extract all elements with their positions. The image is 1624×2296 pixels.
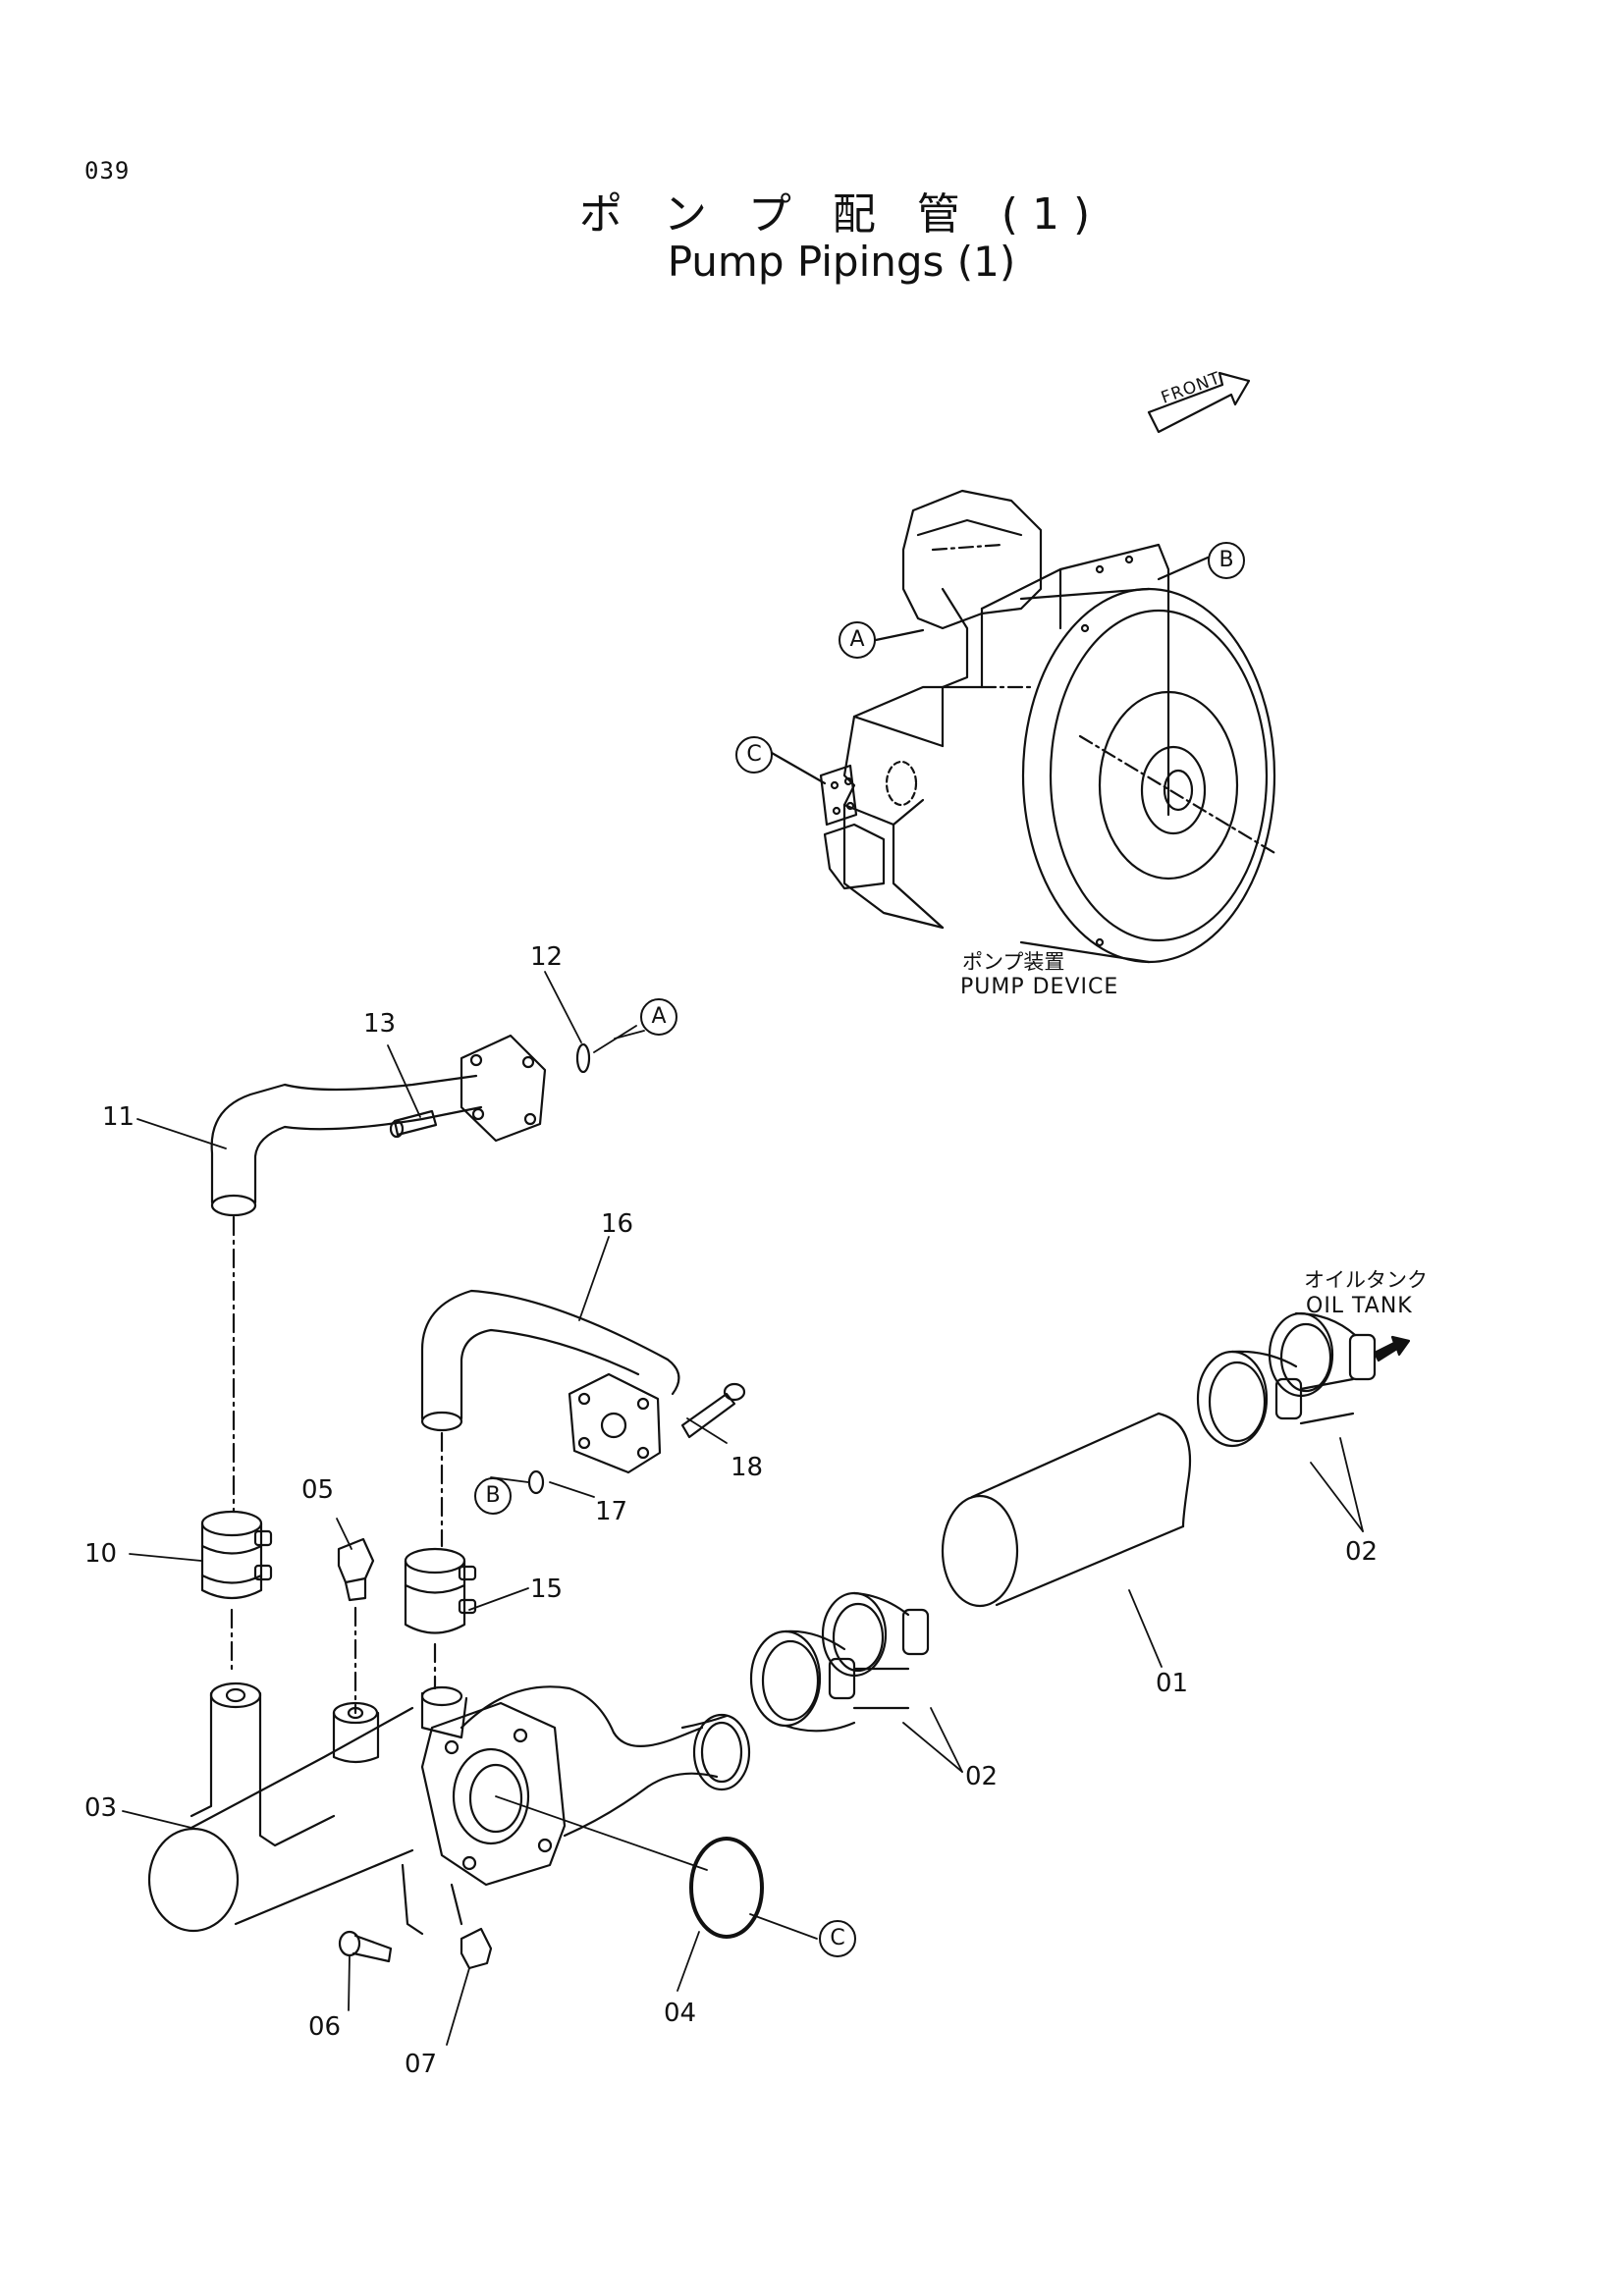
hose-part-01 [943, 1414, 1190, 1606]
page-title-japanese: ポ ン プ 配 管 (1) [578, 189, 1105, 240]
callout-leader-lines [123, 972, 1363, 2045]
reference-marker-b-piping: B [474, 1477, 512, 1515]
callout-part-02-lower: 02 [965, 1762, 999, 1791]
callout-part-13: 13 [363, 1009, 397, 1039]
reference-marker-a-piping: A [640, 998, 677, 1036]
callout-part-17: 17 [595, 1497, 628, 1526]
oil-tank-label-jp: オイルタンク [1304, 1268, 1428, 1292]
plug-part-06 [339, 1539, 373, 1600]
callout-part-04: 04 [664, 1999, 697, 2028]
oring-part-17 [529, 1471, 543, 1493]
pump-device-illustration [821, 491, 1276, 962]
reference-marker-a: A [839, 621, 876, 659]
callout-part-07: 07 [405, 2050, 438, 2079]
callout-part-06: 05 [301, 1475, 335, 1505]
callout-part-16: 16 [601, 1209, 634, 1239]
bolt-part-05 [340, 1932, 391, 1961]
page-number: 039 [84, 157, 131, 185]
hose-clamp-part-02-lower [751, 1593, 928, 1731]
hose-coupling-part-15 [406, 1549, 475, 1633]
oring-part-12 [577, 1044, 589, 1072]
callout-part-03: 03 [84, 1793, 118, 1823]
front-arrow-icon [1149, 373, 1249, 432]
hose-clamp-part-02-upper [1198, 1313, 1375, 1446]
callout-part-15: 15 [530, 1575, 564, 1604]
callout-part-18: 18 [731, 1453, 764, 1482]
reference-marker-c: C [735, 736, 773, 774]
hose-coupling-part-10 [202, 1512, 271, 1598]
bolt-part-13 [391, 1111, 436, 1137]
callout-part-10: 10 [84, 1539, 118, 1569]
manifold-part-03 [149, 1683, 749, 1934]
reference-marker-b: B [1208, 542, 1245, 579]
callout-part-12: 12 [530, 942, 564, 972]
oil-tank-arrow-icon [1375, 1337, 1409, 1361]
callout-part-01: 01 [1156, 1669, 1189, 1698]
pump-device-label-en: PUMP DEVICE [960, 975, 1119, 999]
pump-device-label-jp: ポンプ装置 [962, 950, 1065, 974]
bolt-part-18 [682, 1384, 744, 1437]
pipe-part-16 [422, 1291, 678, 1472]
callout-part-05: 06 [308, 2012, 342, 2042]
oring-part-04 [691, 1839, 762, 1937]
page-title-english: Pump Pipings (1) [667, 238, 1016, 286]
reference-marker-c-piping: C [819, 1920, 856, 1957]
callout-part-02-upper: 02 [1345, 1537, 1379, 1567]
oil-tank-label-en: OIL TANK [1306, 1294, 1413, 1318]
pipe-part-11 [212, 1036, 545, 1215]
callout-part-11: 11 [102, 1102, 135, 1132]
plug-part-07 [461, 1929, 491, 1968]
